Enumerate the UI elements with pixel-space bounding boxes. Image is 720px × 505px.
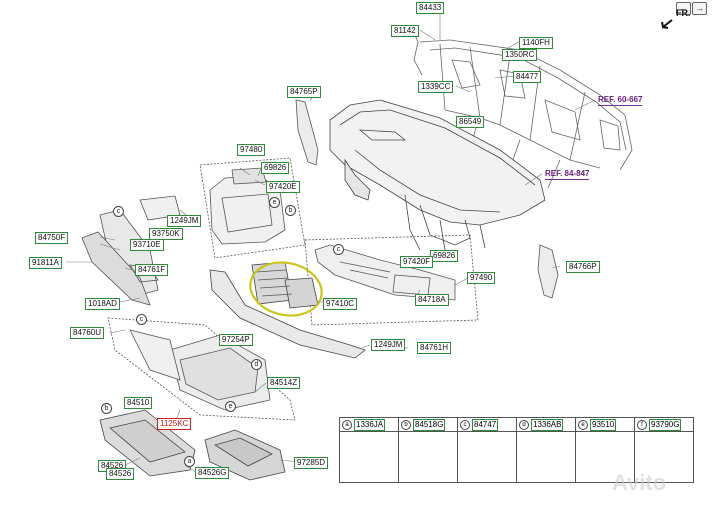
callout-c: c: [333, 244, 344, 255]
part-label[interactable]: 97410C: [323, 298, 358, 310]
legend-part-number[interactable]: 93790G: [649, 419, 682, 431]
crash-pad: [329, 99, 546, 251]
callout-a: a: [184, 456, 195, 467]
legend-letter: a: [342, 420, 352, 430]
reference-label[interactable]: REF. 84-847: [545, 169, 590, 180]
legend-part-number[interactable]: 84518G: [413, 419, 446, 431]
lower-panel-group: [107, 317, 296, 421]
callout-e: e: [269, 197, 280, 208]
part-label[interactable]: 1018AD: [85, 298, 120, 310]
part-label[interactable]: 84526: [106, 468, 135, 480]
part-label[interactable]: 97285D: [294, 457, 329, 469]
legend-letter: e: [578, 420, 588, 430]
part-label[interactable]: 1339CC: [418, 81, 454, 93]
front-marker-text: FR.: [676, 8, 691, 18]
center-vents: [251, 261, 319, 309]
legend-letter: f: [637, 420, 647, 430]
callout-b: b: [285, 205, 296, 216]
part-label[interactable]: 84761H: [417, 342, 452, 354]
part-label[interactable]: 91811A: [29, 257, 62, 269]
callout-d: d: [251, 359, 262, 370]
lower-trim-strip: [209, 269, 366, 359]
legend-letter: b: [401, 420, 411, 430]
center-fascia-group: [199, 157, 306, 259]
part-label[interactable]: 86549: [456, 116, 485, 128]
highlight-ring: [249, 261, 323, 317]
callout-e: e: [225, 401, 236, 412]
part-label[interactable]: 97420F: [400, 256, 434, 268]
part-label[interactable]: 97480: [237, 144, 266, 156]
part-label[interactable]: 81142: [391, 25, 419, 37]
part-label[interactable]: 93710E: [130, 239, 164, 251]
part-label[interactable]: 93750K: [149, 228, 183, 240]
right-panel-group: [304, 234, 479, 326]
part-label[interactable]: 1249JM: [167, 215, 202, 227]
cowl-cross-bar: [411, 27, 633, 189]
front-direction-icon: [661, 19, 673, 29]
part-label[interactable]: 84766P: [566, 261, 600, 273]
watermark-text: Avito: [612, 470, 667, 495]
part-label[interactable]: 1249JM: [371, 339, 406, 351]
part-label[interactable]: 84526G: [195, 467, 230, 479]
part-label[interactable]: 84761F: [135, 264, 169, 276]
side-cover-left: [295, 99, 319, 166]
part-label-highlight[interactable]: 1125KC: [157, 418, 192, 430]
legend-part-number[interactable]: 1336AB: [531, 419, 564, 431]
callout-b: b: [101, 403, 112, 414]
part-label[interactable]: 84477: [513, 71, 542, 83]
legend-part-number[interactable]: 93510: [590, 419, 617, 431]
legend-letter: d: [519, 420, 529, 430]
part-label[interactable]: 84433: [416, 2, 445, 14]
part-label[interactable]: 84514Z: [267, 377, 301, 389]
part-label[interactable]: 84510: [124, 397, 153, 409]
side-cover-right: [537, 244, 559, 299]
part-label[interactable]: 97420E: [266, 181, 300, 193]
next-arrow-icon[interactable]: →: [692, 2, 707, 15]
part-label[interactable]: 84750F: [35, 232, 69, 244]
legend-part-number[interactable]: 84747: [472, 419, 499, 431]
part-label[interactable]: 69826: [261, 162, 290, 174]
part-label[interactable]: 84718A: [415, 294, 449, 306]
part-label[interactable]: 84760U: [70, 327, 105, 339]
legend-letter: c: [460, 420, 470, 430]
callout-c: c: [113, 206, 124, 217]
part-label[interactable]: 97254P: [219, 334, 253, 346]
prev-arrow-icon[interactable]: ←: [676, 2, 691, 15]
part-label[interactable]: 84765P: [287, 86, 321, 98]
callout-c: c: [136, 314, 147, 325]
part-label[interactable]: 1350RC: [502, 49, 538, 61]
part-label[interactable]: 69826: [430, 250, 459, 262]
legend-part-number[interactable]: 1336JA: [354, 419, 386, 431]
part-label[interactable]: 97490: [467, 272, 496, 284]
reference-label[interactable]: REF. 60-667: [598, 95, 643, 106]
part-label[interactable]: 1140FH: [519, 37, 553, 49]
